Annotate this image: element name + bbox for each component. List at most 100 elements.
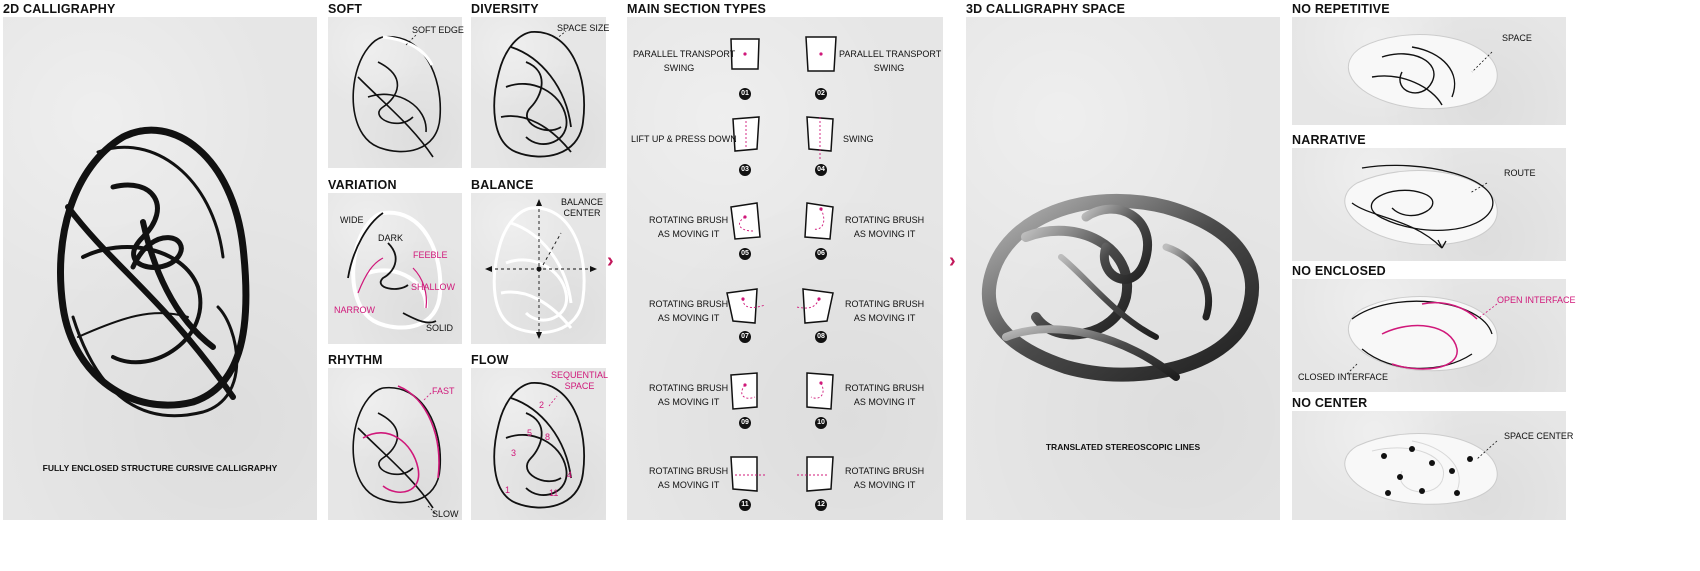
section-12-label: ROTATING BRUSH AS MOVING IT xyxy=(845,464,924,492)
section-02-label: PARALLEL TRANSPORT SWING xyxy=(839,47,941,75)
narrative-title: NARRATIVE xyxy=(1292,133,1366,147)
solid-label: SOLID xyxy=(426,323,454,333)
narrative-panel: ROUTE xyxy=(1292,148,1566,261)
narrative-drawing xyxy=(1344,164,1498,249)
flow-num-8: 8 xyxy=(545,432,551,442)
sequential-space-label: SEQUENTIAL SPACE xyxy=(551,370,608,392)
section-09-line1: ROTATING BRUSH xyxy=(649,383,729,393)
no-repetitive-panel: SPACE xyxy=(1292,17,1566,125)
chevron-right-icon: › xyxy=(607,250,614,272)
variation-panel: WIDE DARK FEEBLE SHALLOW NARROW SOLID xyxy=(328,193,462,344)
flow-label-line2: SPACE xyxy=(564,381,595,391)
space-center-label: SPACE CENTER xyxy=(1504,431,1574,441)
section-12-line1: ROTATING BRUSH xyxy=(845,466,925,476)
balance-panel: BALANCE CENTER xyxy=(471,193,606,344)
section-08-line2: AS MOVING IT xyxy=(853,313,916,323)
calligraphy-caption: FULLY ENCLOSED STRUCTURE CURSIVE CALLIGR… xyxy=(42,463,278,473)
no-enclosed-title: NO ENCLOSED xyxy=(1292,264,1386,278)
flow-num-2: 2 xyxy=(539,400,545,410)
space-caption: TRANSLATED STEREOSCOPIC LINES xyxy=(1045,442,1201,452)
section-06-line1: ROTATING BRUSH xyxy=(845,215,925,225)
section-10-line1: ROTATING BRUSH xyxy=(845,383,925,393)
section-num-02: 02 xyxy=(815,88,827,100)
section-12-line2: AS MOVING IT xyxy=(853,480,916,490)
soft-edge-label: SOFT EDGE xyxy=(412,25,464,35)
variation-title: VARIATION xyxy=(328,178,397,192)
section-09-line2: AS MOVING IT xyxy=(657,397,720,407)
calligraphy-title: 2D CALLIGRAPHY xyxy=(3,2,116,16)
diversity-title: DIVERSITY xyxy=(471,2,539,16)
section-num-04: 04 xyxy=(815,164,827,176)
no-repetitive-title: NO REPETITIVE xyxy=(1292,2,1390,16)
section-num-11: 11 xyxy=(739,499,751,511)
section-01-label: PARALLEL TRANSPORT SWING xyxy=(633,47,735,75)
section-num-03: 03 xyxy=(739,164,751,176)
no-enclosed-panel: OPEN INTERFACE CLOSED INTERFACE xyxy=(1292,279,1576,392)
balance-label-line2: CENTER xyxy=(563,208,601,218)
chevron-right-icon: › xyxy=(949,250,956,272)
sections-title: MAIN SECTION TYPES xyxy=(627,2,767,16)
section-11-label: ROTATING BRUSH AS MOVING IT xyxy=(649,464,728,492)
feeble-label: FEEBLE xyxy=(413,250,448,260)
no-enclosed-drawing xyxy=(1346,296,1498,375)
balance-title: BALANCE xyxy=(471,178,534,192)
section-num-01: 01 xyxy=(739,88,751,100)
section-07-label: ROTATING BRUSH AS MOVING IT xyxy=(649,297,728,325)
soft-title: SOFT xyxy=(328,2,363,16)
section-06-line2: AS MOVING IT xyxy=(853,229,916,239)
slow-label: SLOW xyxy=(432,509,459,519)
section-03-label: LIFT UP & PRESS DOWN xyxy=(631,134,737,144)
narrow-label: NARROW xyxy=(334,305,375,315)
space-panel: TRANSLATED STEREOSCOPIC LINES xyxy=(966,17,1280,520)
balance-label-line1: BALANCE xyxy=(561,197,604,207)
rhythm-title: RHYTHM xyxy=(328,353,383,367)
fast-label: FAST xyxy=(432,386,455,396)
balance-center-label: BALANCE CENTER xyxy=(561,197,603,219)
rhythm-panel: FAST SLOW xyxy=(328,368,462,520)
section-num-07: 07 xyxy=(739,331,751,343)
soft-drawing xyxy=(352,34,442,158)
space-title: 3D CALLIGRAPHY SPACE xyxy=(966,2,1126,16)
section-04-label: SWING xyxy=(843,134,874,144)
flow-num-1: 1 xyxy=(505,485,511,495)
calligraphy-panel: FULLY ENCLOSED STRUCTURE CURSIVE CALLIGR… xyxy=(3,17,317,520)
section-11-line2: AS MOVING IT xyxy=(657,480,720,490)
calligraphy-drawing xyxy=(57,126,250,418)
no-repetitive-drawing xyxy=(1347,34,1498,110)
closed-interface-label: CLOSED INTERFACE xyxy=(1298,372,1389,382)
section-num-09: 09 xyxy=(739,417,751,429)
flow-title: FLOW xyxy=(471,353,509,367)
flow-num-5: 5 xyxy=(527,428,533,438)
section-num-06: 06 xyxy=(815,248,827,260)
flow-label-line1: SEQUENTIAL xyxy=(551,370,609,380)
3d-model-render xyxy=(981,193,1260,382)
no-center-drawing xyxy=(1344,433,1498,505)
section-07-line2: AS MOVING IT xyxy=(657,313,720,323)
section-05-label: ROTATING BRUSH AS MOVING IT xyxy=(649,213,728,241)
section-07-line1: ROTATING BRUSH xyxy=(649,299,729,309)
section-10-label: ROTATING BRUSH AS MOVING IT xyxy=(845,381,924,409)
section-05-line1: ROTATING BRUSH xyxy=(649,215,729,225)
variation-drawing xyxy=(347,210,443,330)
section-01-line2: SWING xyxy=(663,63,695,73)
section-num-08: 08 xyxy=(815,331,827,343)
sections-panel: PARALLEL TRANSPORT SWING PARALLEL TRANSP… xyxy=(627,17,943,520)
flow-drawing xyxy=(493,382,585,509)
rhythm-drawing xyxy=(352,385,442,515)
no-center-title: NO CENTER xyxy=(1292,396,1368,410)
narrative-label: ROUTE xyxy=(1504,168,1536,178)
no-repetitive-label: SPACE xyxy=(1502,33,1532,43)
no-center-panel: SPACE CENTER xyxy=(1292,411,1573,520)
section-09-label: ROTATING BRUSH AS MOVING IT xyxy=(649,381,728,409)
wide-label: WIDE xyxy=(340,215,364,225)
section-08-line1: ROTATING BRUSH xyxy=(845,299,925,309)
space-size-label: SPACE SIZE xyxy=(557,23,610,33)
section-num-05: 05 xyxy=(739,248,751,260)
section-06-label: ROTATING BRUSH AS MOVING IT xyxy=(845,213,924,241)
sections-drawing xyxy=(726,36,837,492)
section-01-line1: PARALLEL TRANSPORT xyxy=(633,49,736,59)
open-interface-label: OPEN INTERFACE xyxy=(1497,295,1576,305)
section-05-line2: AS MOVING IT xyxy=(657,229,720,239)
section-08-label: ROTATING BRUSH AS MOVING IT xyxy=(845,297,924,325)
section-11-line1: ROTATING BRUSH xyxy=(649,466,729,476)
